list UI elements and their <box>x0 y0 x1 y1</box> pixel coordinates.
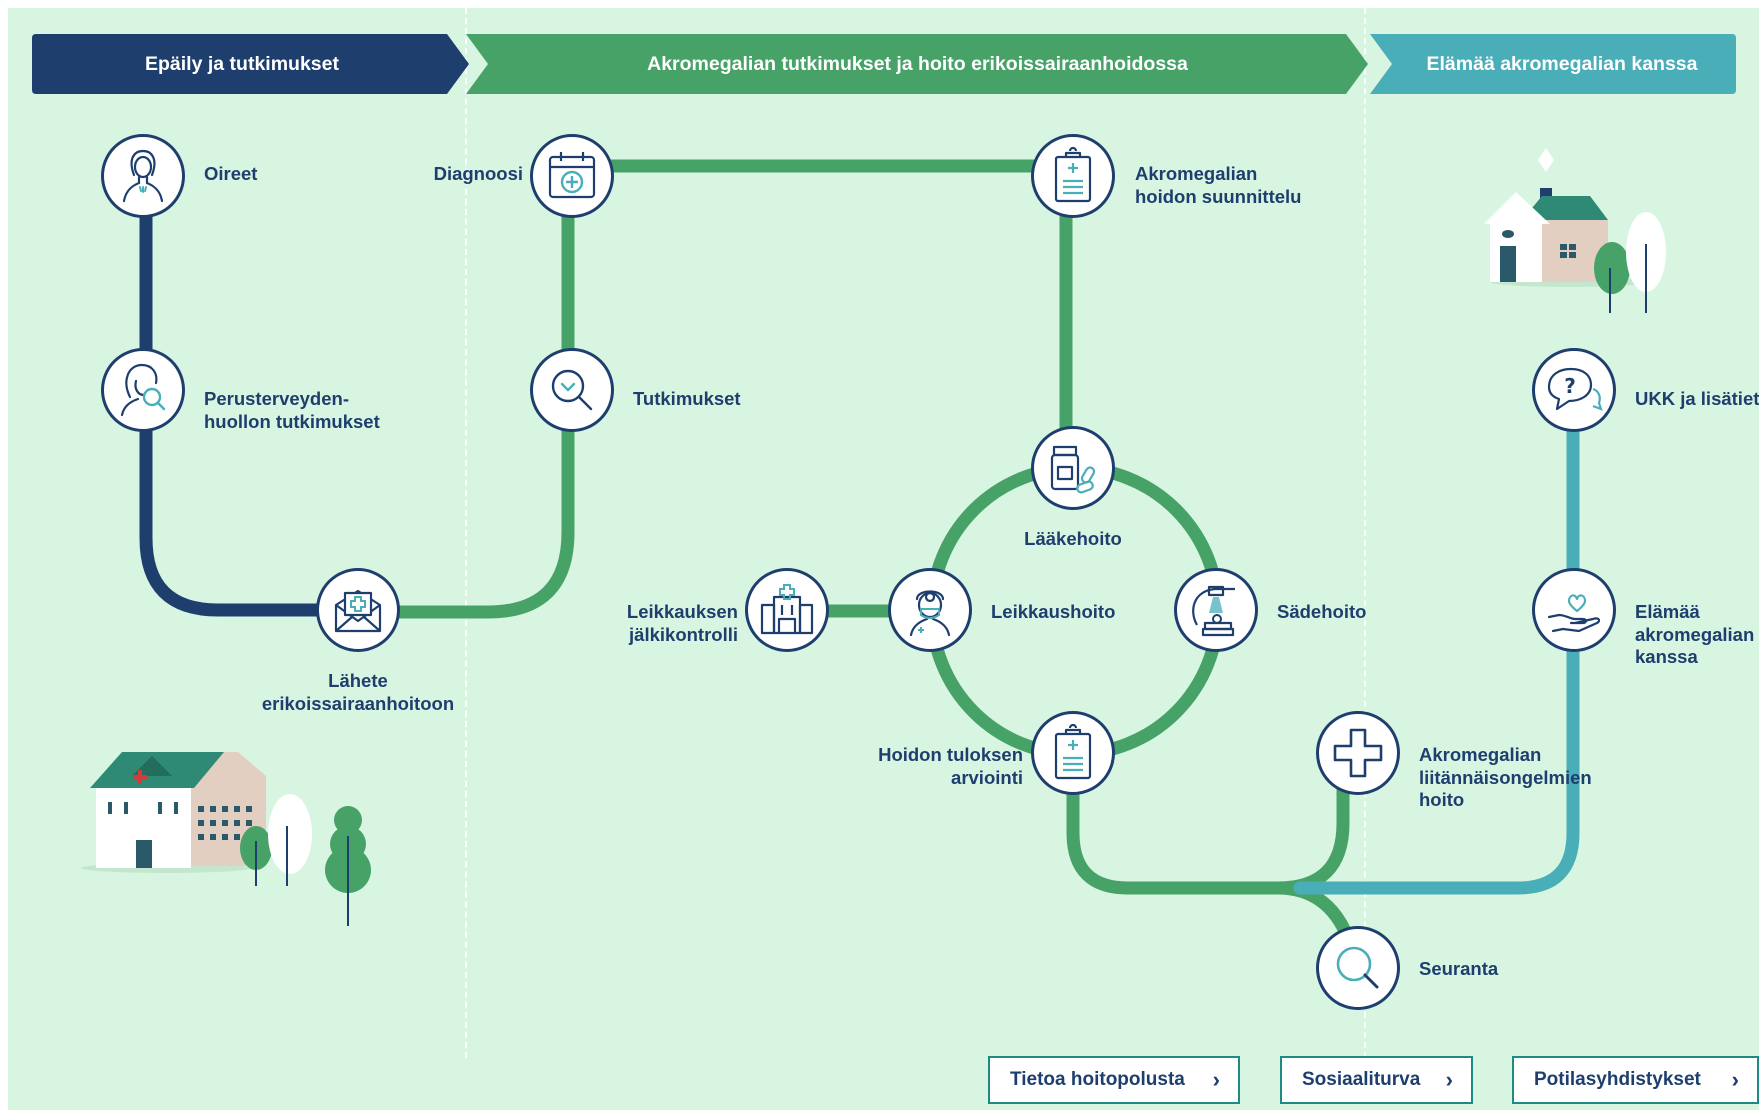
step-jalkikontrolli[interactable] <box>745 568 829 652</box>
step-arviointi[interactable] <box>1031 711 1115 795</box>
step-label: Leikkaushoito <box>991 601 1116 622</box>
path-line-green-bottom <box>1066 741 1350 895</box>
banner-label: Epäily ja tutkimukset <box>145 53 339 75</box>
banner-specialist-care: Akromegalian tutkimukset ja hoito erikoi… <box>466 34 1369 94</box>
social-security-button[interactable]: Sosiaaliturva › <box>1280 1056 1473 1104</box>
step-ukk[interactable]: ? <box>1532 348 1616 432</box>
path-line-green <box>359 171 575 619</box>
heart-hand-icon <box>1547 594 1601 633</box>
button-label: Tietoa hoitopolusta <box>1010 1069 1185 1090</box>
banner-suspicion: Epäily ja tutkimukset <box>32 34 470 94</box>
radiotherapy-icon <box>1192 585 1235 637</box>
step-label: Sädehoito <box>1277 601 1367 622</box>
button-label: Potilasyhdistykset <box>1534 1069 1701 1090</box>
hospital-illustration <box>81 752 371 926</box>
step-label: Oireet <box>204 163 258 184</box>
path-line-navy <box>139 171 365 617</box>
section-divider <box>465 8 467 1058</box>
step-label: Akromegalian liitännäisongelmien hoito <box>1419 744 1592 810</box>
step-label: Seuranta <box>1419 958 1499 979</box>
path-line-green-top <box>561 159 1073 470</box>
step-label: Perusterveyden- huollon tutkimukset <box>204 388 380 432</box>
magnifier-check-icon <box>551 369 593 411</box>
step-label: Lähete erikoissairaanhoitoon <box>261 670 455 714</box>
step-label: UKK ja lisätietoa <box>1635 388 1759 409</box>
woman-symptoms-icon <box>122 149 164 203</box>
step-label: Elämää akromegalian kanssa <box>1635 601 1755 667</box>
step-label: Diagnoosi <box>433 163 523 184</box>
section-divider <box>1364 8 1366 1058</box>
chevron-right-icon: › <box>1445 1067 1453 1092</box>
step-oireet[interactable] <box>101 134 185 218</box>
button-label: Sosiaaliturva <box>1302 1069 1421 1090</box>
step-laakehoito[interactable] <box>1031 426 1115 510</box>
medical-cross-icon <box>1333 728 1383 778</box>
step-suunnittelu[interactable] <box>1031 134 1115 218</box>
patient-associations-button[interactable]: Potilasyhdistykset › <box>1512 1056 1759 1104</box>
step-liitannaisongelmat[interactable] <box>1316 711 1400 795</box>
step-elamaa[interactable] <box>1532 568 1616 652</box>
step-tutkimukset[interactable] <box>530 348 614 432</box>
magnifier-icon <box>1336 946 1379 989</box>
step-perusterveydenhuolto[interactable] <box>101 348 185 432</box>
calendar-plus-icon <box>548 152 596 199</box>
step-leikkaushoito[interactable] <box>888 568 972 652</box>
banner-label: Akromegalian tutkimukset ja hoito erikoi… <box>647 53 1188 75</box>
info-care-path-button[interactable]: Tietoa hoitopolusta › <box>988 1056 1240 1104</box>
banner-life: Elämää akromegalian kanssa <box>1370 34 1736 94</box>
surgeon-icon <box>909 590 951 637</box>
clipboard-icon <box>1054 146 1092 203</box>
chevron-right-icon: › <box>1212 1067 1220 1092</box>
clipboard-icon <box>1054 723 1092 780</box>
step-diagnoosi[interactable] <box>530 134 614 218</box>
woman-magnifier-icon <box>120 363 166 417</box>
banner-label: Elämää akromegalian kanssa <box>1426 53 1698 75</box>
step-label: Leikkauksen jälkikontrolli <box>626 601 738 645</box>
step-lahete[interactable] <box>316 568 400 652</box>
step-sadehoito[interactable] <box>1174 568 1258 652</box>
hospital-building-icon <box>760 584 814 635</box>
chevron-right-icon: › <box>1731 1067 1739 1092</box>
step-label: Lääkehoito <box>1024 528 1122 549</box>
home-illustration <box>1484 148 1666 313</box>
referral-envelope-icon <box>334 589 382 633</box>
step-seuranta[interactable] <box>1316 926 1400 1010</box>
path-line-teal <box>1293 396 1580 895</box>
question-bubble-icon: ? <box>1547 367 1603 411</box>
step-label: Hoidon tuloksen arviointi <box>878 744 1023 788</box>
step-label: Akromegalian hoidon suunnittelu <box>1135 163 1302 207</box>
care-path-diagram: Epäily ja tutkimukset Akromegalian tutki… <box>8 8 1759 1110</box>
svg-text:?: ? <box>1564 374 1576 398</box>
step-label: Tutkimukset <box>633 388 741 409</box>
medicine-bottle-icon <box>1050 445 1096 494</box>
